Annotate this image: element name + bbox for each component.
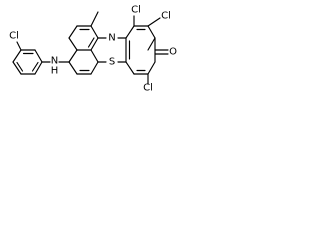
- atom-label-cl-2: Cl: [161, 11, 171, 22]
- bond: [90, 37, 99, 51]
- chlorine-atom: Cl: [143, 83, 153, 94]
- bond: [90, 49, 99, 63]
- bond: [34, 61, 43, 75]
- bond: [87, 37, 95, 48]
- amine-nitrogen-atom: N H: [51, 56, 59, 77]
- chemical-structure: Cl N H N S Cl Cl Cl O: [9, 5, 177, 94]
- bond: [12, 61, 22, 75]
- bond: [90, 11, 99, 27]
- bond: [147, 37, 156, 51]
- bond: [12, 49, 22, 63]
- atom-labels: Cl N H N S Cl Cl Cl O: [9, 5, 177, 94]
- bond: [68, 49, 78, 63]
- bond: [90, 25, 99, 39]
- atom-label-cl-4: Cl: [143, 83, 153, 94]
- atom-label-ring-s: S: [109, 57, 115, 68]
- bond: [68, 37, 78, 51]
- chlorine-atom: Cl: [131, 5, 141, 16]
- bond: [147, 61, 156, 75]
- bond: [125, 25, 135, 39]
- bond: [68, 25, 78, 39]
- ring-nitrogen-atom: N: [108, 33, 115, 44]
- bond: [125, 61, 135, 75]
- bond: [16, 61, 24, 72]
- bond: [16, 41, 22, 51]
- bond: [147, 17, 161, 27]
- carbonyl-oxygen-atom: O: [169, 47, 177, 58]
- bond: [68, 61, 78, 75]
- ring-sulfur-atom: S: [109, 57, 115, 68]
- chlorine-atom: Cl: [161, 11, 171, 22]
- bond: [90, 61, 99, 75]
- bond: [34, 49, 43, 63]
- atom-label-nh-n: N: [51, 56, 58, 67]
- bond: [147, 25, 156, 39]
- chlorine-atom: Cl: [9, 31, 19, 42]
- atom-label-ring-n: N: [108, 33, 115, 44]
- atom-label-carbonyl-o: O: [169, 47, 177, 58]
- atom-label-nh-h: H: [51, 66, 59, 77]
- atom-label-cl-phenyl: Cl: [9, 31, 19, 42]
- bond-set: [12, 11, 169, 85]
- atom-label-cl-1: Cl: [131, 5, 141, 16]
- bond: [31, 61, 39, 72]
